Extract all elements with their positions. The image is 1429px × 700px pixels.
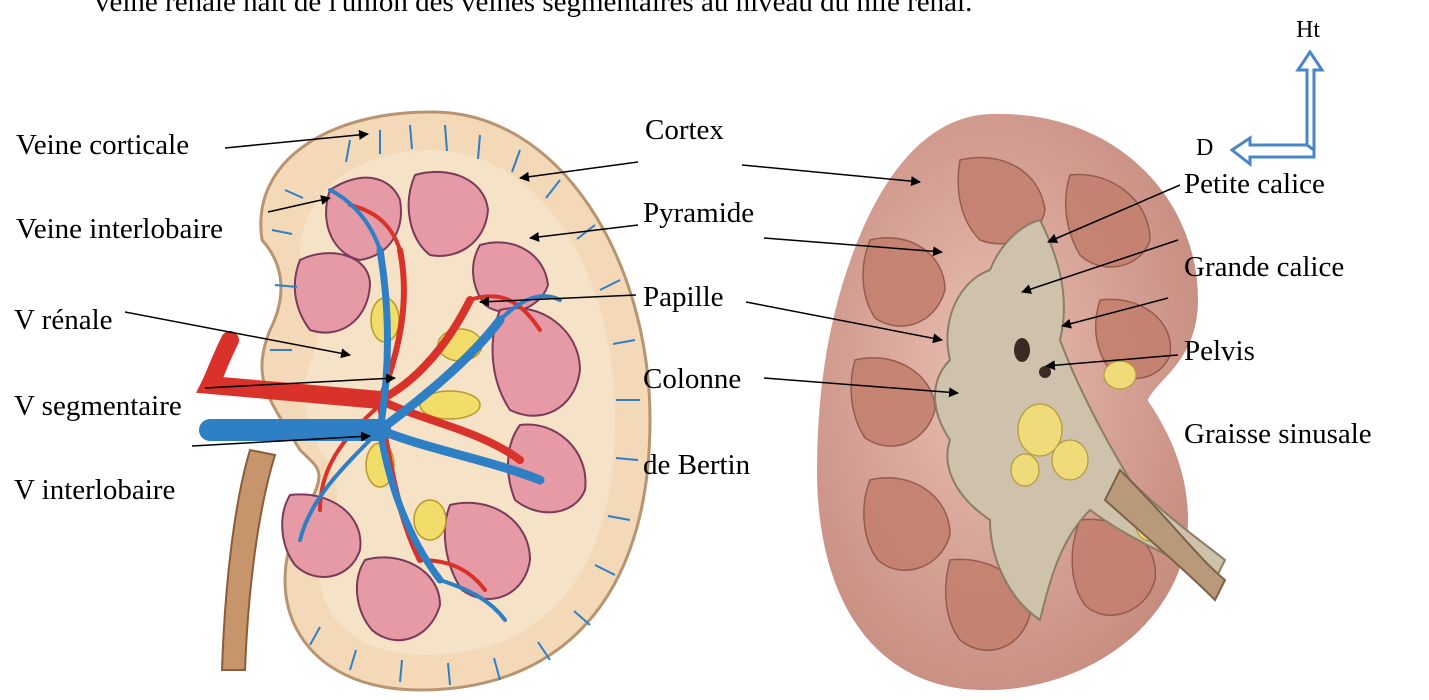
right-kidney [815,112,1225,692]
label-veine-corticale: Veine corticale [16,131,189,160]
orientation-left-arrow [1232,138,1314,164]
orientation-arrows [1232,52,1322,164]
label-v-renale: V rénale [14,306,113,335]
label-cortex: Cortex [645,116,724,145]
orientation-up-arrow [1298,52,1322,150]
label-pyramide: Pyramide [643,199,754,228]
label-graisse-sinusale: Graisse sinusale [1184,420,1372,449]
orientation-left-label: D [1196,136,1213,160]
label-veine-interlobaire: Veine interlobaire [16,215,223,244]
label-v-interlobaire: V interlobaire [14,476,175,505]
label-de-bertin: de Bertin [643,451,750,480]
label-v-segmentaire: V segmentaire [14,392,182,421]
left-kidney [210,112,650,690]
label-grande-calice: Grande calice [1184,253,1344,282]
pelvis-opening [1014,338,1030,362]
label-papille: Papille [643,283,724,312]
label-colonne: Colonne [643,365,741,394]
label-pelvis: Pelvis [1184,337,1255,366]
ureter [222,450,275,670]
label-petite-calice: Petite calice [1184,170,1325,199]
orientation-up-label: Ht [1296,18,1320,42]
